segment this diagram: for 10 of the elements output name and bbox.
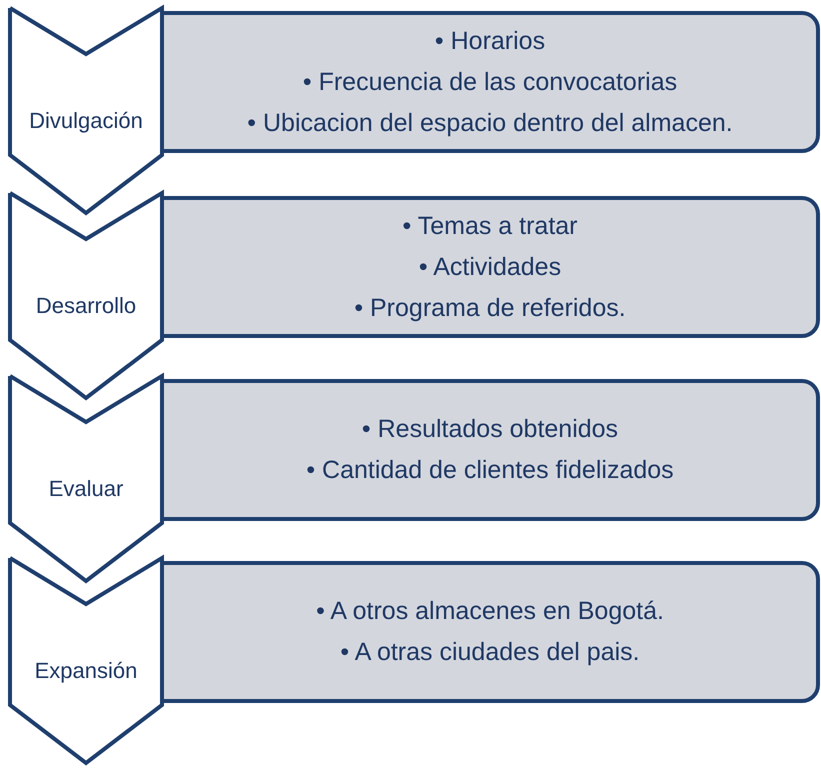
bullet-item: • Cantidad de clientes fidelizados — [306, 455, 674, 486]
bullet-item: • Frecuencia de las convocatorias — [302, 66, 678, 98]
bullet-item: • Ubicacion del espacio dentro del almacen. — [247, 108, 733, 138]
bullet-item: • Resultados obtenidos — [360, 414, 620, 445]
bullet-item: • Horarios — [434, 26, 546, 56]
bullet-item: • Programa de referidos. — [354, 292, 626, 324]
bullet-item: • A otros almacenes en Bogotá. — [316, 596, 664, 627]
bullet-item: • A otras ciudades del pais. — [339, 637, 641, 668]
bullet-item: • Actividades — [418, 252, 562, 282]
bullet-item: • Temas a tratar — [401, 210, 579, 242]
